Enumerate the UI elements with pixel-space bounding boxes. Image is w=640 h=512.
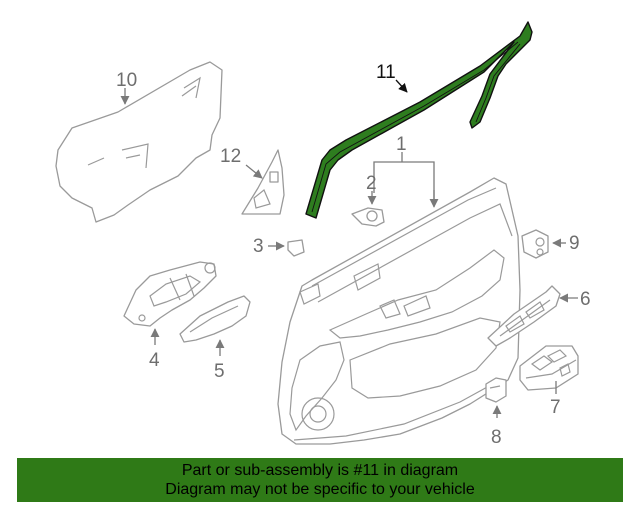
part-9-switch bbox=[521, 229, 549, 259]
bracket-1 bbox=[373, 161, 435, 200]
part-3-small-clip bbox=[287, 239, 305, 257]
part-6-switch-bezel bbox=[487, 285, 561, 347]
banner-line-1: Part or sub-assembly is #11 in diagram bbox=[181, 462, 459, 479]
callout-1: 1 bbox=[396, 134, 407, 155]
callout-8: 8 bbox=[491, 427, 502, 448]
part-10-sealing-screen bbox=[55, 61, 223, 223]
part-7-window-switch bbox=[519, 345, 579, 391]
part-11-weatherstrip bbox=[305, 21, 533, 219]
callout-6: 6 bbox=[580, 289, 591, 310]
part-2-clip bbox=[351, 207, 385, 227]
callout-2: 2 bbox=[366, 173, 377, 194]
part-1-door-trim-panel bbox=[277, 177, 521, 445]
part-12-corner-cover bbox=[241, 149, 285, 215]
info-banner: Part or sub-assembly is #11 in diagram D… bbox=[17, 458, 623, 502]
callout-12: 12 bbox=[220, 146, 241, 167]
callout-9: 9 bbox=[569, 233, 580, 254]
callout-11: 11 bbox=[376, 62, 396, 83]
parts-diagram: 10 12 11 1 2 3 bbox=[55, 21, 591, 448]
leader-12 bbox=[245, 164, 263, 179]
callout-4: 4 bbox=[149, 350, 160, 371]
callout-3: 3 bbox=[253, 236, 264, 257]
part-4-inside-handle bbox=[123, 261, 217, 327]
part-8-small-switch bbox=[485, 377, 507, 403]
callout-10: 10 bbox=[116, 70, 137, 91]
part-5-pull-cover bbox=[179, 295, 251, 343]
callout-5: 5 bbox=[214, 361, 225, 382]
callout-7: 7 bbox=[550, 397, 561, 418]
leader-11 bbox=[395, 79, 408, 93]
banner-line-2: Diagram may not be specific to your vehi… bbox=[165, 481, 475, 498]
